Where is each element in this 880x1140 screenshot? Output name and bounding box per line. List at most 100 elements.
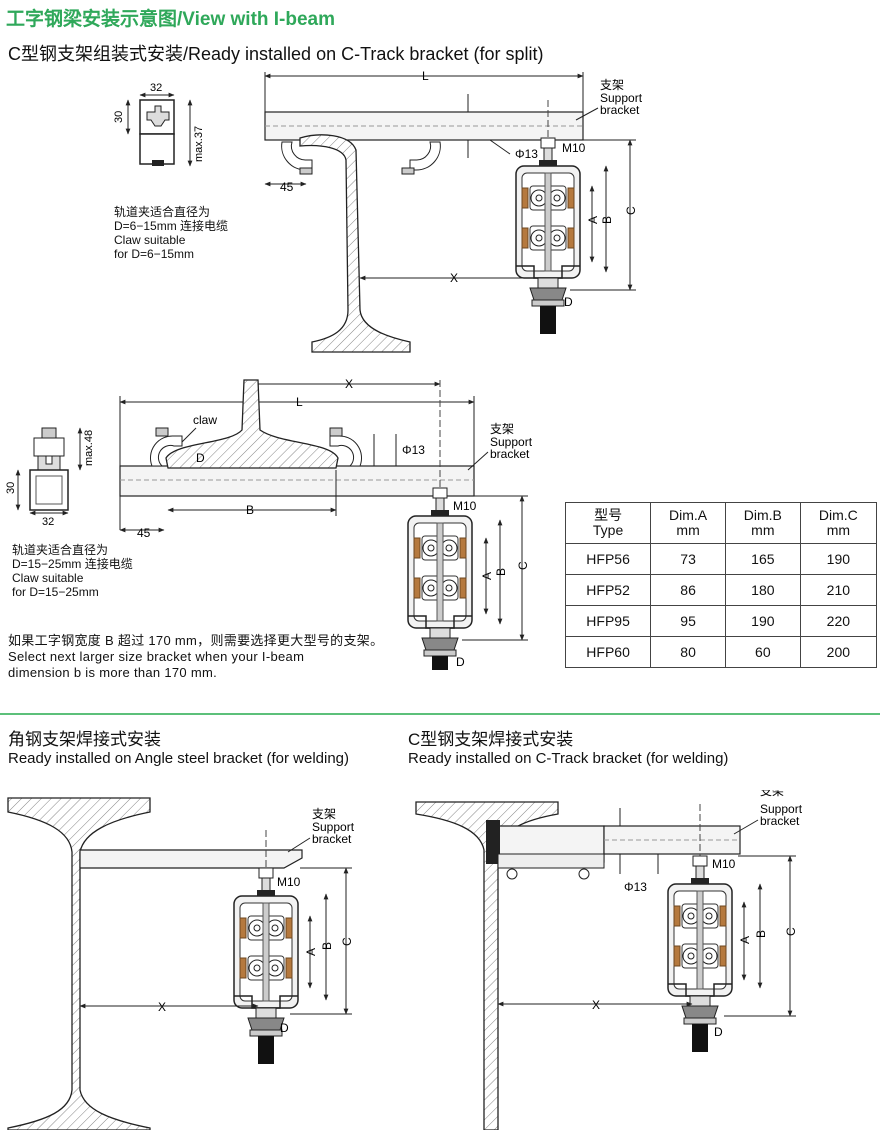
table-row: HFP56 73 165 190 <box>564 543 878 575</box>
table-row: HFP95 95 190 220 <box>564 605 878 637</box>
ibeam-2 <box>165 379 339 469</box>
label-C-4: C <box>784 927 798 936</box>
table-cell: HFP60 <box>564 636 652 668</box>
label-A-4: A <box>738 936 752 944</box>
clamp-detail-1: 32 30 max.37 <box>113 82 205 167</box>
section-divider <box>0 713 880 715</box>
table-cell: HFP52 <box>564 574 652 606</box>
label-C-3: C <box>340 937 354 946</box>
ibeam-1 <box>299 134 411 353</box>
support-en2-2: bracket <box>490 447 530 461</box>
label-phi13-4: Φ13 <box>624 880 647 894</box>
claw-note-1-line2: D=6−15mm 连接电缆 <box>114 219 229 233</box>
support-cn-2: 支架 <box>490 422 514 436</box>
ibeam-3 <box>7 797 151 1130</box>
label-45-1: 45 <box>280 180 294 194</box>
label-claw: claw <box>193 413 217 427</box>
label-C-1: C <box>624 206 638 215</box>
support-en1-3: Support <box>312 820 355 834</box>
trolley-4 <box>667 855 733 1053</box>
ctrack-section-title: C型钢支架焊接式安装 <box>408 730 574 749</box>
support-en2-4: bracket <box>760 814 800 828</box>
support-cn-1: 支架 <box>600 78 624 92</box>
support-cn-4: 支架 <box>760 790 784 798</box>
label-m10-1: M10 <box>562 141 586 155</box>
table-cell: HFP56 <box>564 543 652 575</box>
clamp-detail-2: 32 30 max.48 <box>5 427 95 528</box>
angle-bracket <box>79 849 303 869</box>
size-note-line1: 如果工字钢宽度 B 超过 170 mm，则需要选择更大型号的支架。 <box>8 633 384 648</box>
claw-note-2-line2: D=15−25mm 连接电缆 <box>12 557 133 571</box>
label-B-beam: B <box>246 503 254 517</box>
label-L-1: L <box>422 69 429 83</box>
table-cell: 60 <box>724 636 801 668</box>
claw-note-2: 轨道夹适合直径为 D=15−25mm 连接电缆 Claw suitable fo… <box>12 543 133 599</box>
label-A-3: A <box>304 948 318 956</box>
label-X-4: X <box>592 998 600 1012</box>
table-cell: 210 <box>799 574 878 606</box>
support-en1-1: Support <box>600 91 643 105</box>
claw-note-1-line4: for D=6−15mm <box>114 247 195 261</box>
label-X-1: X <box>450 271 458 285</box>
claw-right-1 <box>409 141 441 171</box>
clamp2-width: 32 <box>42 516 54 528</box>
diagram-split-ctrack: 32 30 max.37 L 45 X Φ13 M10 支架 Support b… <box>113 69 643 353</box>
size-note: 如果工字钢宽度 B 超过 170 mm，则需要选择更大型号的支架。 Select… <box>8 633 383 681</box>
angle-section-title: 角钢支架焊接式安装 <box>8 730 161 749</box>
diagram-flange-clamp: 32 30 max.48 X L claw D 45 B Φ13 M10 支架 … <box>5 377 533 670</box>
claw-note-2-line4: for D=15−25mm <box>12 585 99 599</box>
table-cell: 220 <box>799 605 878 637</box>
claw-note-2-line1: 轨道夹适合直径为 <box>12 543 109 557</box>
support-en1-4: Support <box>760 802 803 816</box>
size-note-line2: Select next larger size bracket when you… <box>8 649 305 664</box>
label-m10-2: M10 <box>453 499 477 513</box>
label-C-2: C <box>516 561 530 570</box>
label-B-3: B <box>320 942 334 950</box>
claw-note-2-line3: Claw suitable <box>12 571 84 585</box>
label-B-4: B <box>754 930 768 938</box>
clamp2-height: 30 <box>5 482 17 494</box>
label-phi13-2: Φ13 <box>402 443 425 457</box>
claw-note-1: 轨道夹适合直径为 D=6−15mm 连接电缆 Claw suitable for… <box>114 205 228 261</box>
ctrack-section-subtitle: Ready installed on C-Track bracket (for … <box>408 750 729 767</box>
label-A-2: A <box>480 572 494 580</box>
support-en2-3: bracket <box>312 832 352 846</box>
table-row: HFP60 80 60 200 <box>564 636 878 668</box>
label-D-1: D <box>564 295 573 309</box>
label-D-4: D <box>714 1025 723 1039</box>
table-cell: HFP95 <box>564 605 652 637</box>
sub-title: C型钢支架组装式安装/Ready installed on C-Track br… <box>8 44 544 64</box>
label-A-1: A <box>586 216 600 224</box>
clamp1-height: 30 <box>113 111 125 123</box>
claw-left-1 <box>281 141 313 171</box>
table-cell: 95 <box>650 605 726 637</box>
table-row: HFP52 86 180 210 <box>564 574 878 606</box>
label-B-2: B <box>494 568 508 576</box>
label-X-2: X <box>345 377 353 391</box>
label-D-2: D <box>456 655 465 669</box>
label-B-1: B <box>600 216 614 224</box>
angle-section-subtitle: Ready installed on Angle steel bracket (… <box>8 750 350 767</box>
claw-note-1-line1: 轨道夹适合直径为 <box>114 205 211 219</box>
label-L-2: L <box>296 395 303 409</box>
size-note-line3: dimension b is more than 170 mm. <box>8 665 218 680</box>
table-cell: 190 <box>799 543 878 575</box>
clamp1-max: max.37 <box>193 126 205 162</box>
diagram-angle-steel: 支架 Support bracket M10 A B C X D <box>7 797 355 1130</box>
label-m10-4: M10 <box>712 857 736 871</box>
clamp1-width: 32 <box>150 82 162 94</box>
table-cell: 190 <box>724 605 801 637</box>
claw-note-1-line3: Claw suitable <box>114 233 186 247</box>
label-X-3: X <box>158 1000 166 1014</box>
clamp2-max: max.48 <box>83 430 95 466</box>
ibeam-4 <box>415 801 559 1130</box>
main-title: 工字钢梁安装示意图/View with I-beam <box>6 9 336 30</box>
trolley-2 <box>407 487 473 670</box>
table-cell: 80 <box>650 636 726 668</box>
